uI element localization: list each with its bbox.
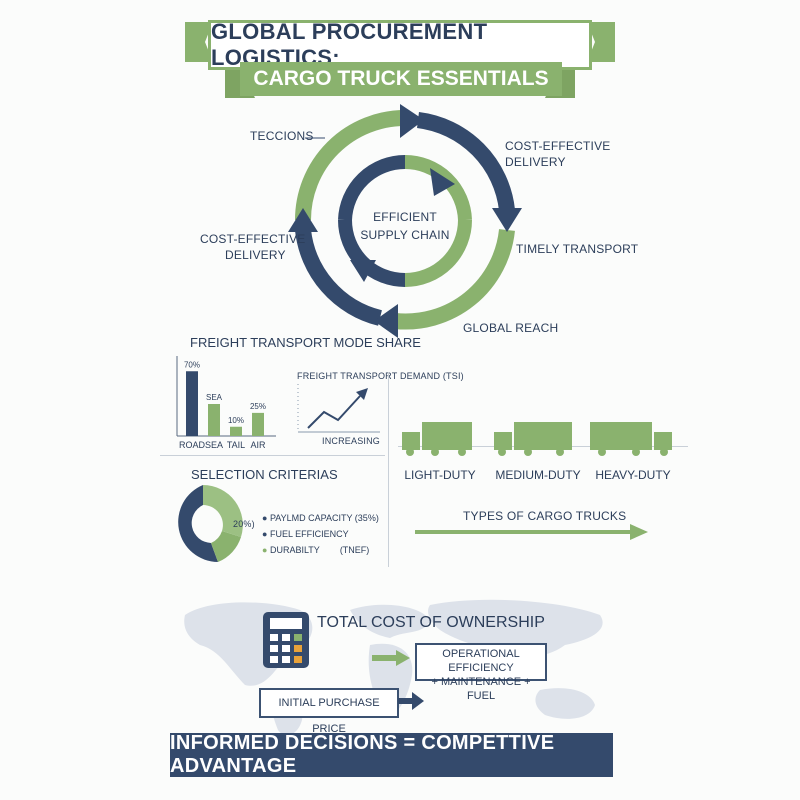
cycle-label-l-2: DELIVERY xyxy=(225,248,286,262)
bar-sea xyxy=(208,404,220,436)
demand-arrowhead xyxy=(356,388,368,400)
tco-box-operational-line2: + MAINTENANCE + FUEL xyxy=(431,676,531,702)
tco-box-operational: OPERATIONAL EFFICIENCY + MAINTENANCE + F… xyxy=(415,643,547,702)
divider-h-left xyxy=(160,455,385,456)
donut-slice-durability xyxy=(203,485,243,537)
cycle-center-label: EFFICIENT SUPPLY CHAIN xyxy=(355,208,455,244)
criteria-title: SELECTION CRITERIAS xyxy=(191,467,338,482)
criteria-legend: ● PAYLMD CAPACITY (35%) ● FUEL EFFICIENC… xyxy=(262,510,379,558)
footer-banner: INFORMED DECISIONS = COMPETTIVE ADVANTAG… xyxy=(170,732,613,777)
cycle-label-b: GLOBAL REACH xyxy=(463,321,559,335)
criteria-donut xyxy=(178,485,243,562)
truck-arrow-icon xyxy=(415,524,648,540)
tco-box-purchase: INITIAL PURCHASE PRICE xyxy=(259,688,399,735)
truck-icons xyxy=(402,422,672,456)
donut-slice-fuel xyxy=(211,531,241,562)
cycle-center-line2: SUPPLY CHAIN xyxy=(360,228,450,242)
demand-caption: INCREASING xyxy=(322,436,381,446)
divider-v xyxy=(388,372,389,567)
demand-line xyxy=(307,395,361,429)
bar-value-label-tail: 10% xyxy=(228,416,244,425)
cycle-label-tr-2: DELIVERY xyxy=(505,155,566,169)
bar-category-label-air: AIR xyxy=(250,440,266,450)
demand-title: FREIGHT TRANSPORT DEMAND (TSI) xyxy=(297,371,464,381)
legend-item-durability: ● DURABILTY (TNEF) xyxy=(262,545,370,555)
medium-duty-truck-icon xyxy=(494,422,572,456)
bar-air xyxy=(252,412,264,436)
cycle-label-tr-1: COST-EFFECTIVE xyxy=(505,139,611,153)
tco-arrow-blue-icon xyxy=(398,692,424,710)
tco-arrow-green-icon xyxy=(372,650,410,666)
heavy-duty-truck-icon xyxy=(590,422,672,456)
demand-chart xyxy=(297,384,380,433)
tco-box-operational-line1: OPERATIONAL EFFICIENCY xyxy=(442,648,520,674)
truck-label-light: LIGHT-DUTY xyxy=(404,468,476,482)
cycle-label-tl-line xyxy=(305,137,325,139)
legend-item-payload: ● PAYLMD CAPACITY (35%) xyxy=(262,513,379,523)
bar-value-label-sea: SEA xyxy=(206,393,223,402)
bar-category-label-tail: TAIL xyxy=(227,440,245,450)
bar-tail xyxy=(230,426,242,436)
truck-arrow-label: TYPES OF CARGO TRUCKS xyxy=(463,509,627,523)
cycle-label-r: TIMELY TRANSPORT xyxy=(516,242,639,256)
cycle-label-l-1: COST-EFFECTIVE xyxy=(200,232,306,246)
light-duty-truck-icon xyxy=(402,422,472,456)
cycle-center-line1: EFFICIENT xyxy=(373,210,437,224)
title-line2: CARGO TRUCK ESSENTIALS xyxy=(240,62,562,96)
bar-category-label-road: ROAD xyxy=(179,440,206,450)
cycle-label-tl: TECCIONS xyxy=(250,129,314,143)
tco-title: TOTAL COST OF OWNERSHIP xyxy=(317,614,545,631)
truck-label-medium: MEDIUM-DUTY xyxy=(495,468,581,482)
donut-label: 20%) xyxy=(233,519,255,529)
mode-share-title: FREIGHT TRANSPORT MODE SHARE xyxy=(190,335,421,350)
calculator-icon xyxy=(263,612,309,668)
bar-value-label-road: 70% xyxy=(184,360,200,369)
truck-label-heavy: HEAVY-DUTY xyxy=(595,468,671,482)
donut-slice-payload xyxy=(178,485,218,562)
bar-value-label-air: 25% xyxy=(250,402,266,411)
legend-item-fuel: ● FUEL EFFICIENCY xyxy=(262,529,349,539)
bar-category-label-sea: SEA xyxy=(205,440,223,450)
title-line1: GLOBAL PROCUREMENT LOGISTICS: xyxy=(208,19,592,70)
bar-road xyxy=(186,371,198,436)
cycle-diagram xyxy=(288,104,522,338)
